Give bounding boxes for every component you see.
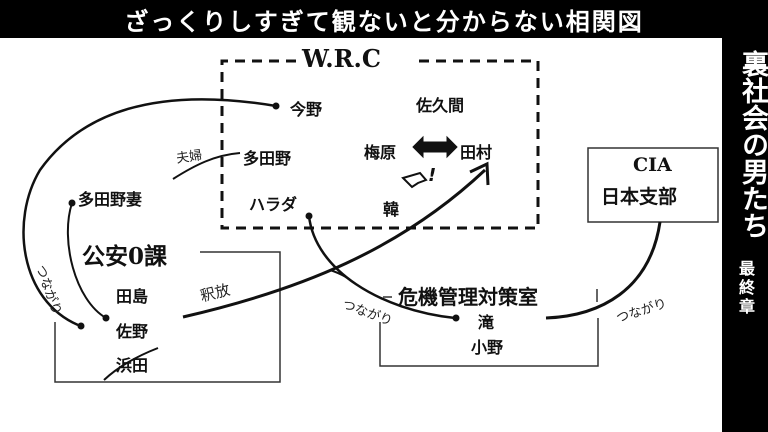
exclamation-mark: ! [428,165,437,186]
connection-harada-taki [307,215,456,320]
koan-group-box [54,251,281,383]
member-sakuma: 佐久間 [416,96,465,115]
member-tamura: 田村 [460,143,493,162]
member-umehara: 梅原 [364,143,397,162]
dot-harada [305,212,313,220]
dot-sano [102,314,110,322]
kiki-group-box [379,318,599,367]
arrow-head-release [469,161,490,186]
sidebar-subtitle: 最終章 [736,260,755,317]
dot-wife [68,199,76,207]
surprise-icon [401,171,428,189]
double-arrow-umehara-tamura [412,135,458,159]
member-hamada-crossed-out: 浜田 [116,356,149,375]
kiki-group-title: 危機管理対策室 [398,285,538,309]
cia-group-box [587,147,719,223]
member-kan: 韓 [383,200,400,219]
relation-label-couple: 夫婦 [175,148,204,167]
member-tadano: 多田野 [243,149,292,168]
wrc-group-title: W.R.C [302,44,381,73]
member-konno: 今野 [290,100,323,119]
connection-couple [172,152,241,180]
connection-wife-sano [66,202,107,319]
cia-title-line2: 日本支部 [601,186,678,208]
connection-konno-sano [22,98,277,327]
page-title: ざっくりしすぎて観ないと分からない相関図 [124,7,644,36]
tadano-wife: 多田野妻 [78,190,143,209]
member-tajima: 田島 [116,287,149,306]
member-taki: 滝 [478,313,495,332]
cia-title-line1: CIA [633,154,672,176]
member-harada: ハラダ [249,195,298,214]
wrc-group-box [220,59,540,230]
relationship-diagram [22,59,719,383]
title-bar: ざっくりしすぎて観ないと分からない相関図 [0,0,768,38]
strike-out-hamada [103,347,159,381]
sidebar-title: 裏社会の男たち [737,50,768,239]
connection-koan-kiki [329,269,351,281]
koan-group-title: 公安0課 [82,243,168,270]
member-ono: 小野 [471,338,504,357]
connection-release [182,168,487,319]
dot-konno [272,102,280,110]
dot-taki [452,314,460,322]
dot-sano-left [77,322,85,330]
sidebar: 裏社会の男たち 最終章 [722,38,768,432]
member-sano: 佐野 [116,322,149,341]
connection-kiki-cia [545,221,662,320]
